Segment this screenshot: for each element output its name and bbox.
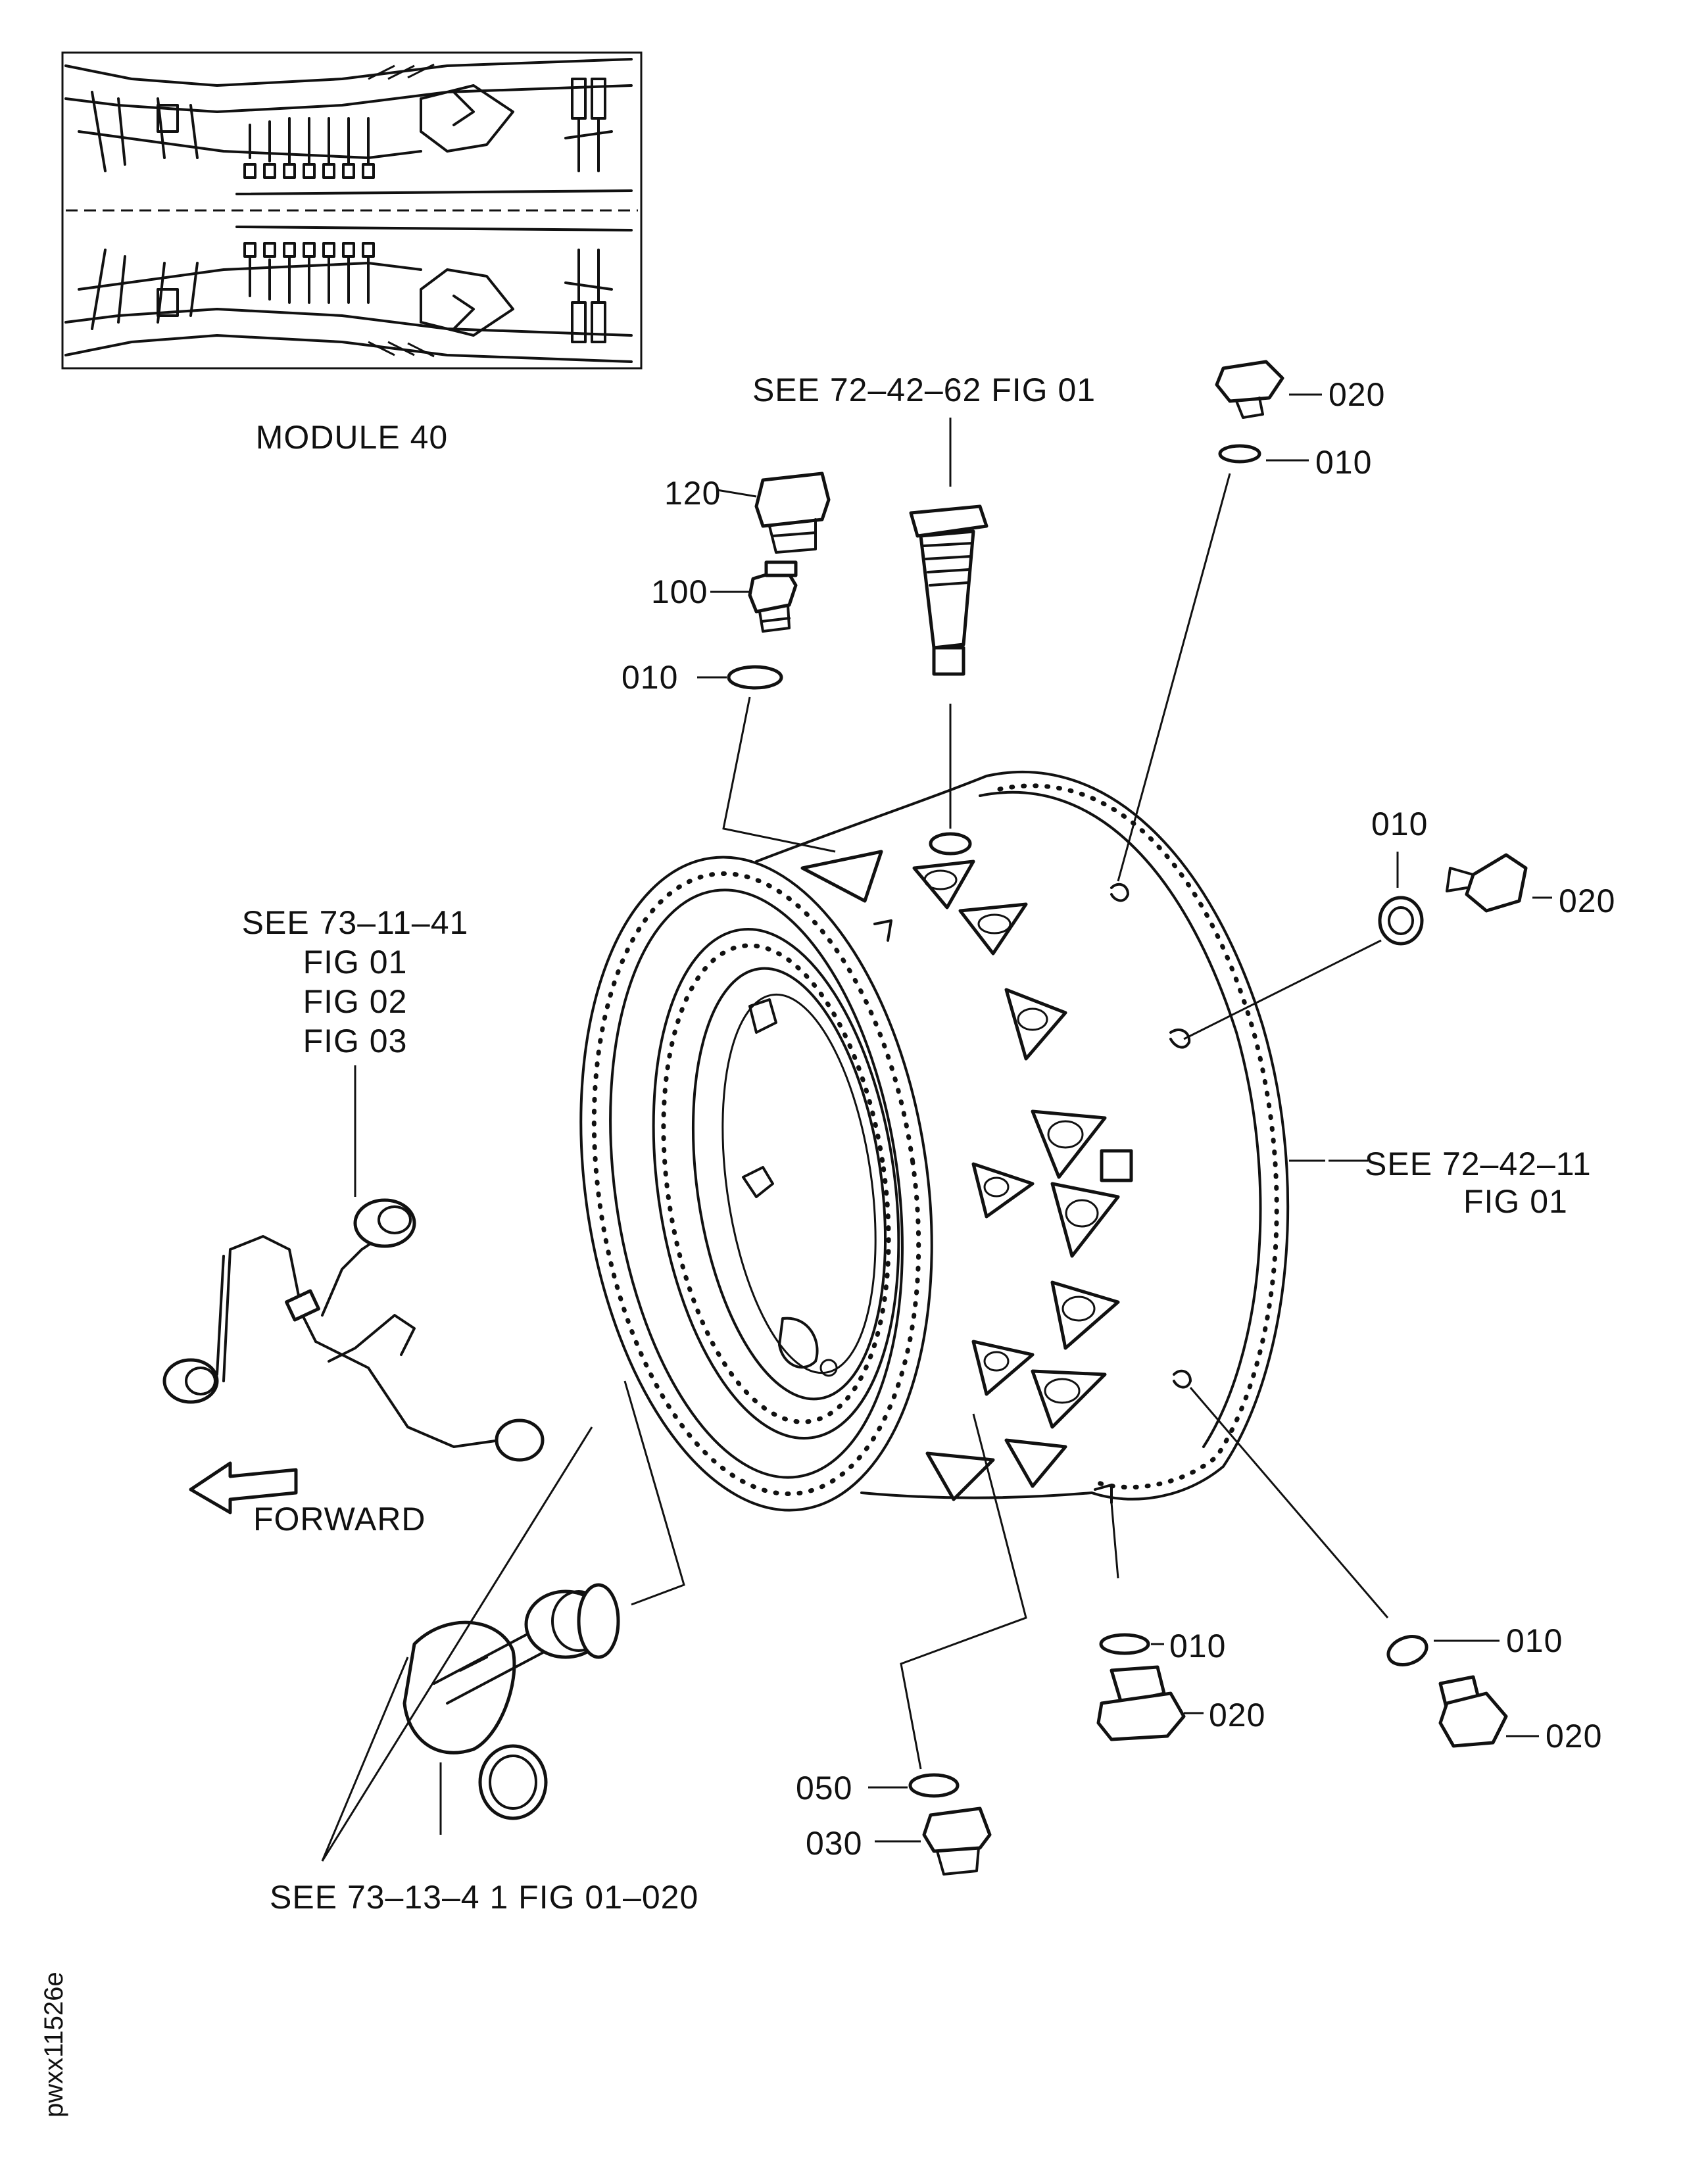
module-40-cross-section bbox=[61, 51, 643, 370]
bottom-mid-plug bbox=[1096, 1502, 1204, 1741]
callout-020-bottom-right: 020 bbox=[1546, 1718, 1603, 1755]
fuel-nozzle bbox=[909, 418, 988, 856]
module-40-label: MODULE 40 bbox=[255, 419, 449, 456]
top-left-fitting-stack bbox=[697, 472, 836, 853]
callout-010-right: 010 bbox=[1371, 806, 1428, 842]
callout-100: 100 bbox=[651, 573, 708, 610]
fuel-tube-assembly bbox=[162, 1065, 545, 1462]
right-plug bbox=[1183, 852, 1552, 1162]
callout-050: 050 bbox=[796, 1770, 853, 1806]
ref-see-72-42-62: SEE 72–42–62 FIG 01 bbox=[752, 372, 1096, 408]
combustion-casing bbox=[579, 770, 1290, 1512]
callout-010-bottom-mid: 010 bbox=[1169, 1628, 1227, 1664]
ref-fig-01-right: FIG 01 bbox=[1463, 1183, 1568, 1220]
callout-030: 030 bbox=[806, 1825, 863, 1862]
ref-see-73-13-41: SEE 73–13–4 1 FIG 01–020 bbox=[270, 1879, 699, 1916]
callout-120: 120 bbox=[664, 475, 721, 512]
bottom-drain-fitting bbox=[868, 1413, 1027, 1876]
ref-fig-02-left: FIG 02 bbox=[303, 983, 408, 1020]
casing-bosses bbox=[800, 850, 1133, 1501]
callout-010-upper-left: 010 bbox=[622, 659, 679, 696]
forward-arrow bbox=[189, 1461, 298, 1515]
bottom-right-plug bbox=[1189, 1387, 1539, 1748]
callout-020-right: 020 bbox=[1559, 883, 1616, 919]
manifold-inlet-assembly bbox=[321, 1380, 685, 1862]
ref-fig-03-left: FIG 03 bbox=[303, 1023, 408, 1059]
callout-020-top-right: 020 bbox=[1329, 376, 1386, 413]
callout-020-bottom-mid: 020 bbox=[1209, 1697, 1266, 1733]
ref-see-72-42-11: SEE 72–42–11 bbox=[1365, 1146, 1592, 1182]
document-id: pwxx11526e bbox=[39, 1972, 68, 2118]
callout-010-bottom-right: 010 bbox=[1506, 1622, 1563, 1659]
ref-see-73-11-41: SEE 73–11–41 bbox=[241, 904, 469, 941]
top-right-plug bbox=[1117, 360, 1322, 882]
forward-label: FORWARD bbox=[253, 1501, 426, 1538]
ref-fig-01-left: FIG 01 bbox=[303, 944, 408, 981]
callout-010-top-right: 010 bbox=[1315, 444, 1373, 481]
